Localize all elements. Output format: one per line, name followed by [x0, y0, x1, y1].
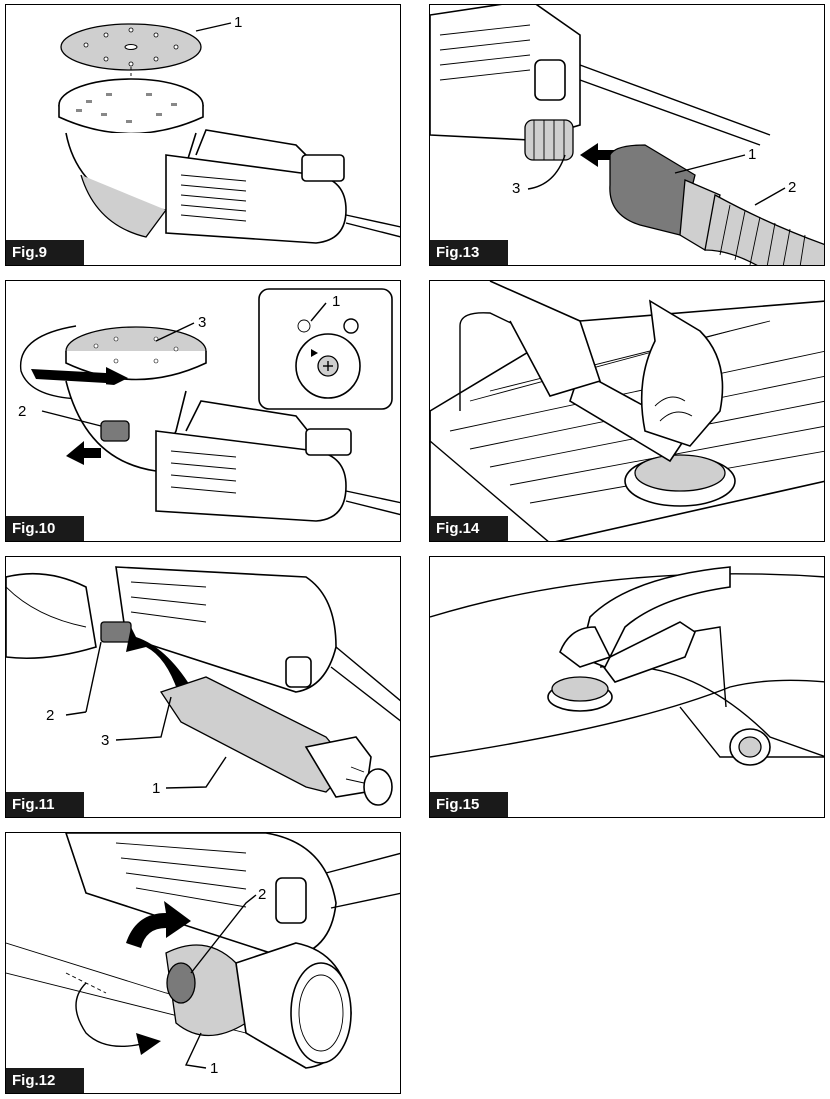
figure-label: Fig.9 — [6, 240, 84, 265]
callout-1: 1 — [234, 14, 242, 31]
callout-1: 1 — [332, 293, 340, 310]
illustration-sanding-board-fig14 — [430, 281, 824, 541]
figure-label: Fig.15 — [430, 792, 508, 817]
figure-panel-fig9: 1 Fig.9 — [5, 4, 401, 266]
callout-3: 3 — [512, 180, 520, 197]
figure-panel-fig10: 1 2 3 Fig.10 — [5, 280, 401, 542]
figure-panel-fig11: 2 3 1 Fig.11 — [5, 556, 401, 818]
figure-panel-fig14: Fig.14 — [429, 280, 825, 542]
figure-panel-fig12: 2 1 Fig.12 — [5, 832, 401, 1094]
callout-3: 3 — [198, 314, 206, 331]
callout-1: 1 — [748, 146, 756, 163]
figure-label: Fig.14 — [430, 516, 508, 541]
figure-label: Fig.10 — [6, 516, 84, 541]
callout-2: 2 — [46, 707, 54, 724]
callout-2: 2 — [788, 179, 796, 196]
figure-label: Fig.13 — [430, 240, 508, 265]
illustration-sander-pad-fig9: 1 — [58, 14, 400, 244]
illustration-dust-nozzle-fig11: 2 3 1 — [6, 566, 400, 806]
figure-label: Fig.12 — [6, 1068, 84, 1093]
figure-panel-fig13: 1 2 3 Fig.13 — [429, 4, 825, 266]
callout-3: 3 — [101, 732, 109, 749]
callout-1: 1 — [152, 780, 160, 797]
callout-1: 1 — [210, 1060, 218, 1077]
figure-panel-fig15: Fig.15 — [429, 556, 825, 818]
figure-label: Fig.11 — [6, 792, 84, 817]
callout-2: 2 — [18, 403, 26, 420]
illustration-sanding-car-fig15 — [430, 566, 824, 766]
illustration-hose-connection-fig13: 1 2 3 — [430, 5, 824, 265]
callout-2: 2 — [258, 886, 266, 903]
illustration-speed-dial-fig10: 1 2 3 — [18, 288, 400, 522]
illustration-nozzle-lock-fig12: 2 1 — [6, 833, 400, 1077]
